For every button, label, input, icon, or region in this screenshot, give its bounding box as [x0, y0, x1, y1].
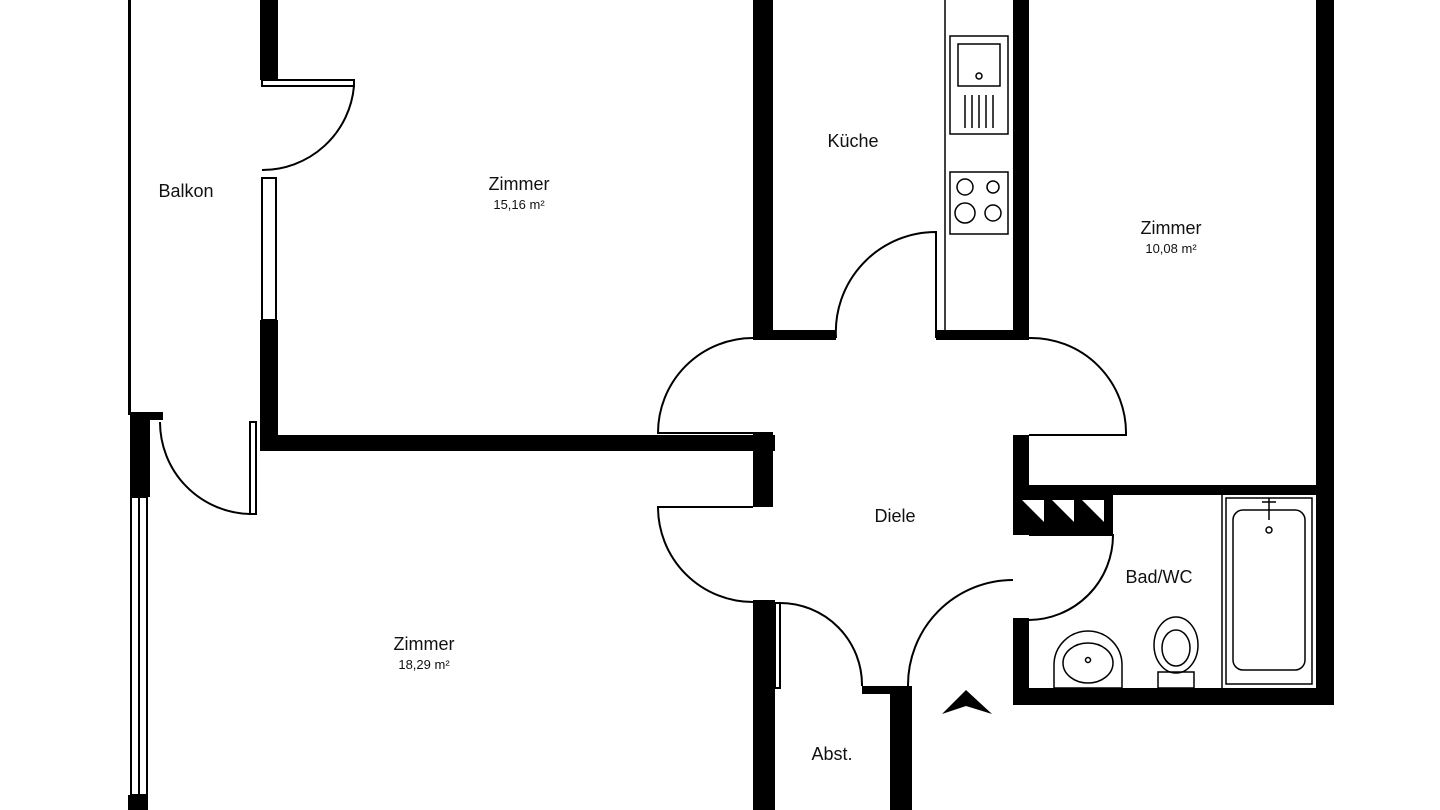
wall-seg: [1316, 0, 1334, 705]
room-label-zimmer-1: Zimmer 15,16 m²: [489, 174, 550, 212]
doors: [159, 79, 1128, 689]
sink-icon: [949, 35, 1009, 135]
room-name: Zimmer: [1140, 218, 1202, 238]
kitchen-counter: [935, 0, 1009, 330]
room-name: Diele: [874, 506, 916, 526]
room-name: Küche: [827, 131, 879, 151]
room-name: Zimmer: [393, 634, 455, 654]
wall-seg: [862, 686, 912, 694]
room-name: Zimmer: [488, 174, 550, 194]
door-swing-icon: [774, 602, 864, 689]
room-label-bad: Bad/WC: [1125, 567, 1192, 588]
room-label-zimmer-2: Zimmer 10,08 m²: [1141, 218, 1202, 256]
wall-seg: [1013, 485, 1334, 495]
room-name: Bad/WC: [1125, 567, 1193, 587]
wall-seg: [260, 0, 278, 80]
entrance-arrow-icon: [942, 690, 992, 714]
window: [261, 177, 277, 321]
room-area: 18,29 m²: [398, 657, 450, 672]
walls: [128, 0, 1334, 810]
door-swing-icon: [261, 79, 355, 172]
wall-seg: [753, 432, 773, 507]
balcony-edge: [128, 0, 131, 415]
door-swing-icon: [906, 579, 1014, 687]
wall-seg: [260, 435, 775, 451]
bathtub-icon: [1225, 497, 1313, 685]
door-swing-icon: [656, 506, 754, 603]
door-swing-icon: [1028, 534, 1115, 621]
wall-seg: [753, 330, 836, 340]
wall-seg: [128, 795, 148, 810]
room-label-zimmer-3: Zimmer 18,29 m²: [394, 634, 455, 672]
stove-icon: [949, 171, 1009, 235]
washbasin-icon: [1053, 630, 1123, 689]
room-area: 15,16 m²: [493, 197, 545, 212]
wall-seg: [130, 412, 150, 497]
wall-seg: [1013, 435, 1029, 495]
shaft-triangles: [1022, 500, 1104, 522]
room-name: Balkon: [158, 181, 214, 201]
wall-seg: [1013, 618, 1029, 705]
room-label-diele: Diele: [874, 506, 915, 527]
wall-seg: [753, 0, 773, 338]
room-area: 10,08 m²: [1145, 241, 1197, 256]
windows: [130, 177, 277, 796]
room-name: Abst.: [811, 744, 853, 764]
wall-seg: [260, 320, 278, 450]
room-label-balkon: Balkon: [158, 181, 213, 202]
door-swing-icon: [656, 337, 754, 434]
wall-seg: [1013, 0, 1029, 338]
wall-seg: [1013, 688, 1334, 705]
door-swing-icon: [834, 230, 937, 339]
door-swing-icon: [1028, 336, 1128, 436]
room-label-abst: Abst.: [811, 744, 852, 765]
bathroom-fixtures: [1053, 495, 1313, 689]
door-swing-icon: [159, 421, 257, 515]
toilet-icon: [1153, 616, 1199, 689]
wall-seg: [890, 686, 912, 810]
room-label-kueche: Küche: [827, 131, 878, 152]
wall-seg: [936, 330, 1029, 340]
wall-seg: [753, 600, 775, 810]
